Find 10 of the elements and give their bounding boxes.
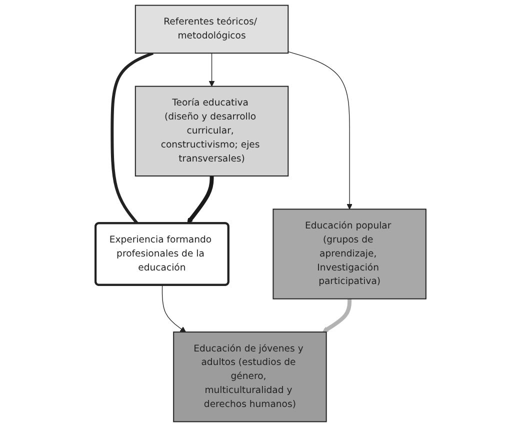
node-box: Referentes teóricos/ metodológicos [135, 4, 289, 54]
node-box: Educación de jóvenes y adultos (estudios de género, multiculturalidad y derechos humanos) [173, 332, 328, 422]
connector [110, 52, 154, 224]
arrow [162, 284, 186, 332]
arrow [288, 51, 353, 210]
arrow [209, 52, 215, 87]
arrow [322, 298, 352, 332]
node-box: Teoría educativa (diseño y desarrollo curricular, constructivismo; ejes transversales) [135, 86, 289, 176]
arrow [187, 176, 214, 224]
node-box: Educación popular (grupos de aprendizaje, Investigación participativa) [272, 208, 427, 300]
